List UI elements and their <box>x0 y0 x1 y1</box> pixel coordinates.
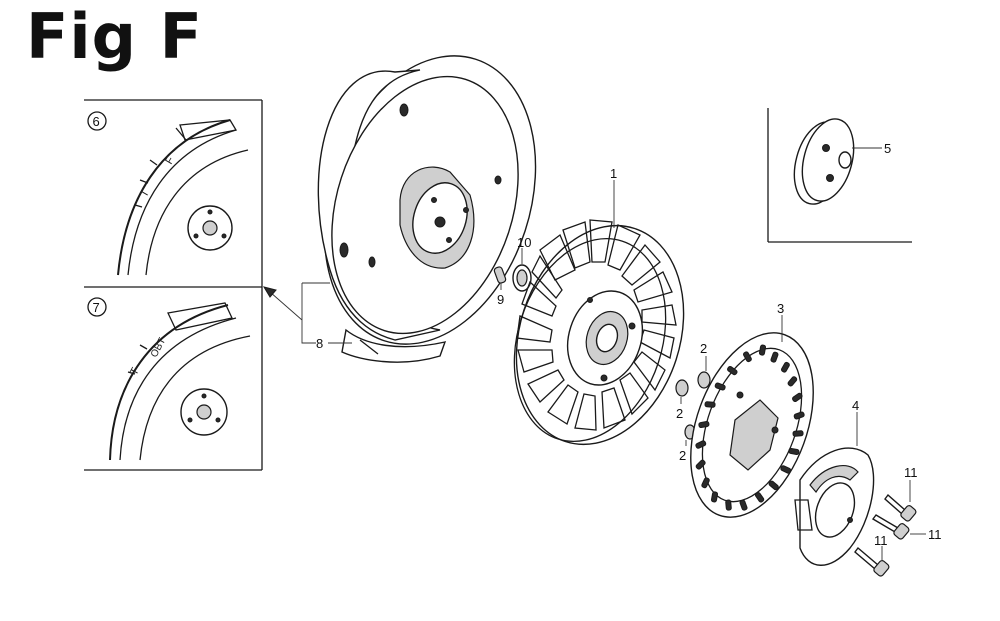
detail-7-mark-t: T <box>128 366 142 378</box>
svg-text:11: 11 <box>874 533 888 548</box>
callout-2-middle: 2 <box>676 397 683 421</box>
svg-text:9: 9 <box>497 292 504 307</box>
svg-text:3: 3 <box>777 301 784 316</box>
callout-11-lower: 11 <box>874 533 888 560</box>
figure-title: Fig F <box>26 0 203 73</box>
starter-cup <box>794 447 875 566</box>
svg-text:11: 11 <box>904 465 918 480</box>
svg-text:2: 2 <box>679 448 686 463</box>
svg-text:10: 10 <box>517 235 531 250</box>
callout-3: 3 <box>777 301 784 342</box>
callout-9: 9 <box>497 283 504 307</box>
starter-pulley-ring <box>690 332 814 518</box>
svg-text:7: 7 <box>93 300 100 315</box>
svg-text:5: 5 <box>884 141 891 156</box>
svg-text:6: 6 <box>93 114 100 129</box>
bolt-lower <box>854 546 890 577</box>
callout-10: 10 <box>517 235 531 264</box>
svg-text:2: 2 <box>676 406 683 421</box>
svg-text:8: 8 <box>316 336 323 351</box>
svg-text:1: 1 <box>610 166 617 181</box>
detail-7-flywheel-view: OBT T <box>109 302 251 461</box>
callout-11-upper: 11 <box>904 465 918 502</box>
flywheel-cover <box>317 55 537 345</box>
woodruff-key <box>493 266 507 284</box>
callout-2-lower: 2 <box>679 440 687 463</box>
callout-4: 4 <box>852 398 859 446</box>
callout-6: 6 <box>87 111 107 131</box>
bolt-middle <box>871 514 910 540</box>
callout-1: 1 <box>610 166 617 228</box>
svg-text:2: 2 <box>700 341 707 356</box>
timing-label-strip <box>341 328 447 363</box>
fan-flywheel <box>513 219 685 446</box>
callout-2-upper: 2 <box>700 341 707 371</box>
svg-text:11: 11 <box>928 527 942 542</box>
dowel-pin-upper <box>697 371 711 389</box>
dowel-pin-middle <box>675 379 689 397</box>
flywheel-nut <box>512 264 532 292</box>
detail-6-flywheel-view: F T <box>117 119 249 276</box>
bolt-upper <box>884 493 917 522</box>
callout-8: 8 <box>262 282 352 351</box>
detail-7-mark-obt: OBT <box>149 336 168 359</box>
svg-text:4: 4 <box>852 398 859 413</box>
callout-5: 5 <box>852 141 891 156</box>
callout-11-middle: 11 <box>910 527 942 542</box>
pulley-plate <box>793 118 855 205</box>
detail-panel <box>84 99 263 471</box>
callout-7: 7 <box>87 297 107 317</box>
inset-panel-5 <box>767 108 912 243</box>
